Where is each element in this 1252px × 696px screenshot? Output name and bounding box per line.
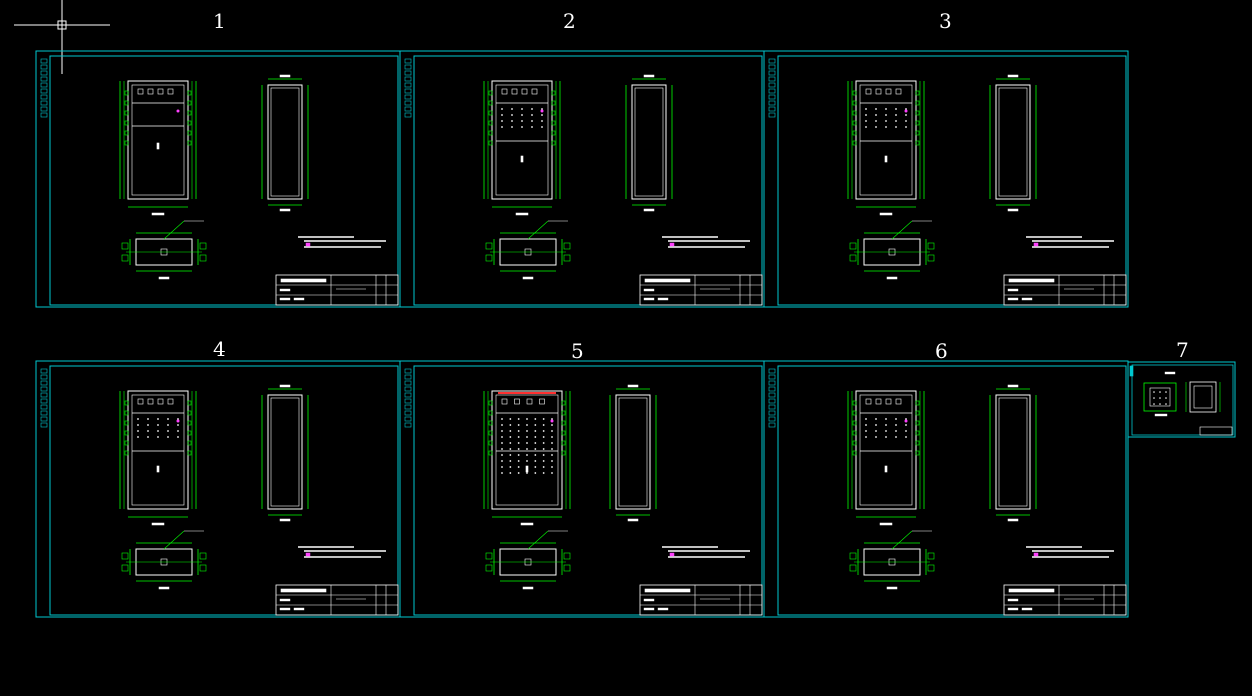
crosshair-cursor (14, 0, 110, 74)
side-elevation (609, 384, 657, 522)
meter-row (137, 398, 174, 405)
notes-lines (1026, 546, 1114, 558)
title-block (639, 274, 763, 306)
sheet-6 (763, 360, 1129, 618)
front-elevation (119, 390, 197, 526)
sheet-margin-strip (40, 58, 48, 118)
base-plan-view (485, 220, 571, 280)
meter-row (865, 88, 902, 95)
sheet-margin-strip (768, 58, 776, 118)
meter-row (501, 88, 538, 95)
title-block (275, 274, 399, 306)
base-plan-view (121, 530, 207, 590)
sheet-margin-strip (404, 368, 412, 428)
front-elevation (119, 80, 197, 216)
sheet-2 (399, 50, 765, 308)
side-components (852, 90, 920, 146)
title-block (275, 584, 399, 616)
base-plan-view (849, 220, 935, 280)
component-grid (501, 418, 553, 474)
sheet-number-2: 2 (563, 9, 576, 33)
meter-row (865, 398, 902, 405)
base-plan-view (121, 220, 207, 280)
front-elevation (847, 390, 925, 526)
sheet-5 (399, 360, 765, 618)
component-grid (137, 418, 179, 438)
sheet-margin-strip (40, 368, 48, 428)
meter-row (137, 88, 174, 95)
sheet-margin-strip (768, 368, 776, 428)
notes-lines (298, 236, 386, 248)
side-components (124, 400, 192, 456)
notes-lines (298, 546, 386, 558)
front-elevation (847, 80, 925, 216)
sheet-number-7: 7 (1176, 338, 1189, 362)
side-components (852, 400, 920, 456)
component-grid (865, 108, 907, 128)
title-block (639, 584, 763, 616)
side-elevation (989, 384, 1037, 522)
sheet-4 (35, 360, 401, 618)
notes-lines (1026, 236, 1114, 248)
sheet-number-5: 5 (571, 339, 584, 363)
sheet-number-1: 1 (213, 9, 226, 33)
meter-row (501, 398, 545, 405)
notes-lines (662, 236, 750, 248)
front-elevation (483, 80, 561, 216)
base-plan-view (849, 530, 935, 590)
base-plan-view (485, 530, 571, 590)
side-elevation (261, 74, 309, 212)
sheet-3 (763, 50, 1129, 308)
component-grid (865, 418, 907, 438)
title-block (1003, 584, 1127, 616)
side-components (488, 400, 566, 456)
side-components (124, 90, 192, 146)
sheet-1 (35, 50, 401, 308)
sheet-margin-strip (404, 58, 412, 118)
component-grid (501, 108, 543, 128)
side-elevation (625, 74, 673, 212)
sheet-number-4: 4 (213, 337, 226, 361)
sheet-7 (1127, 361, 1236, 438)
front-elevation (483, 390, 571, 526)
title-block (1003, 274, 1127, 306)
side-elevation (989, 74, 1037, 212)
notes-lines (662, 546, 750, 558)
sheet-number-6: 6 (935, 339, 948, 363)
side-elevation (261, 384, 309, 522)
sheet-number-3: 3 (939, 9, 952, 33)
side-components (488, 90, 556, 146)
